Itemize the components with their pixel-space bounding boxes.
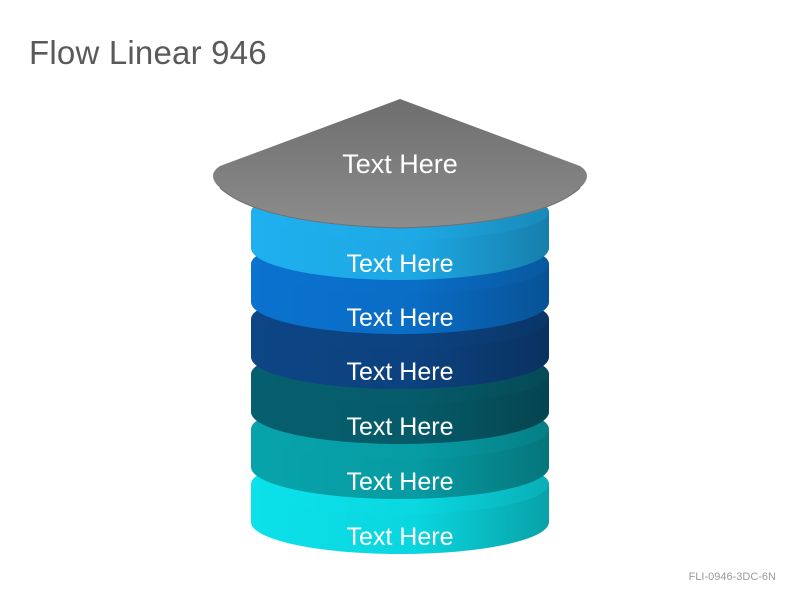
cone-cap-label: Text Here: [342, 149, 458, 179]
cone-cap-rim: [219, 187, 581, 229]
slide-code: FLI-0946-3DC-6N: [688, 571, 776, 583]
layer-6-label: Text Here: [347, 523, 454, 551]
layer-4-label: Text Here: [347, 413, 454, 441]
cone-cap: Text Here: [213, 99, 587, 229]
layer-2-label: Text Here: [347, 304, 454, 332]
layer-1-label: Text Here: [347, 250, 454, 278]
page-title: Flow Linear 946: [29, 34, 267, 71]
layer-3-label: Text Here: [347, 358, 454, 386]
cone-cap-shape: [213, 99, 587, 228]
layer-5-label: Text Here: [347, 468, 454, 496]
